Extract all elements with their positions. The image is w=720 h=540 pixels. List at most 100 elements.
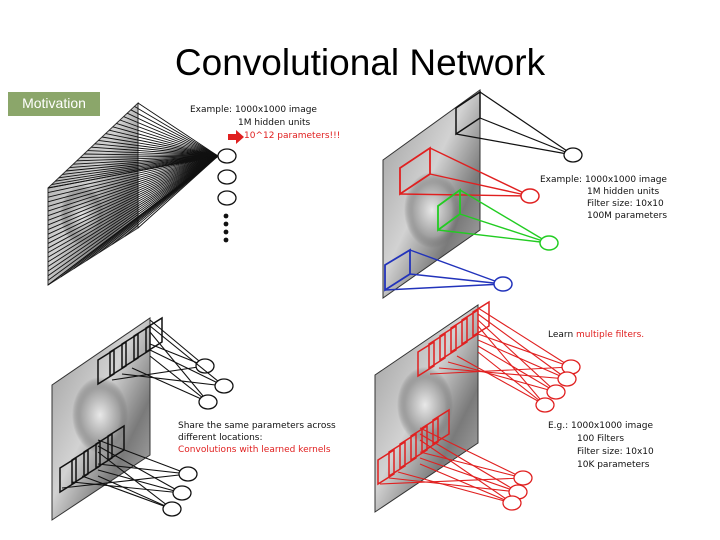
conn-line <box>479 117 574 156</box>
connection-line <box>116 122 219 157</box>
connection-line <box>121 373 225 387</box>
hidden-unit-black <box>563 147 583 163</box>
connection-line <box>83 153 219 157</box>
multi-filter-top-patches <box>417 300 581 413</box>
connection-line <box>477 325 546 406</box>
mf-text-3: Filter size: 10x10 <box>577 447 654 457</box>
slide-title: Convolutional Network <box>174 42 546 83</box>
connection-line <box>101 136 219 157</box>
connection-line <box>137 155 219 229</box>
mf-learn-text: Learn multiple filters. <box>548 330 644 340</box>
connection-line <box>109 129 219 157</box>
connection-line <box>134 106 219 157</box>
connection-line <box>47 155 219 194</box>
connection-line <box>47 155 219 221</box>
connection-line <box>149 331 209 403</box>
conn-line <box>437 229 550 244</box>
learn-highlight: multiple filters. <box>576 330 644 340</box>
connection-line <box>97 439 189 475</box>
connection-line <box>456 355 546 406</box>
connection-line <box>112 126 219 157</box>
hidden-unit <box>217 169 237 185</box>
lc-text-2: 1M hidden units <box>587 187 660 197</box>
ellipsis-dot <box>223 237 229 243</box>
lc-text-3: Filter size: 10x10 <box>587 199 664 209</box>
face-2 <box>404 172 460 248</box>
connection-line <box>97 451 173 510</box>
connection-line <box>98 139 219 157</box>
connection-line <box>130 109 219 157</box>
conn-line <box>459 213 550 244</box>
connection-line <box>47 155 219 267</box>
hidden-unit <box>502 495 522 511</box>
connection-line <box>97 469 183 494</box>
hidden-unit <box>535 397 555 413</box>
connection-line <box>47 155 219 212</box>
connection-line <box>47 155 219 203</box>
filter-patch <box>472 300 490 338</box>
connection-line <box>131 367 209 403</box>
connection-line <box>62 155 219 175</box>
connection-line <box>149 325 225 387</box>
connection-line <box>65 155 219 172</box>
hidden-unit <box>546 384 566 400</box>
fully-connected-lines <box>47 102 219 286</box>
connection-line <box>97 445 183 494</box>
connection-line <box>105 133 219 157</box>
fc-text-2: 1M hidden units <box>238 118 311 128</box>
connection-line <box>379 477 524 485</box>
connection-line <box>123 116 219 157</box>
connection-line <box>91 146 219 157</box>
hidden-unit-red <box>520 188 540 204</box>
connection-line <box>137 102 219 157</box>
hidden-units-1 <box>217 148 237 243</box>
connection-line <box>47 155 219 189</box>
hidden-unit <box>557 371 577 387</box>
connection-line <box>419 439 513 504</box>
connection-line <box>149 319 206 367</box>
red-arrow-icon <box>228 130 244 144</box>
connection-line <box>80 155 219 158</box>
panel-fully-connected: Example: 1000x1000 image 1M hidden units… <box>47 101 340 286</box>
ellipsis-dot <box>223 213 229 219</box>
connection-line <box>419 457 519 493</box>
connection-line <box>58 155 219 179</box>
connection-line <box>477 351 546 406</box>
conn-line <box>384 283 504 291</box>
connection-line <box>47 155 219 258</box>
connection-line <box>71 481 183 494</box>
hidden-unit <box>217 190 237 206</box>
conn-line <box>409 273 504 285</box>
conn-line <box>429 173 531 197</box>
connection-line <box>94 143 219 157</box>
fc-text-3: 10^12 parameters!!! <box>244 131 340 141</box>
connection-line <box>149 349 225 387</box>
connection-line <box>47 155 219 272</box>
connection-line <box>97 475 173 510</box>
connection-line <box>47 155 219 240</box>
connection-line <box>47 155 219 244</box>
connection-line <box>149 343 206 367</box>
hidden-unit <box>172 485 192 501</box>
hidden-unit <box>198 394 218 410</box>
mf-text-1: E.g.: 1000x1000 image <box>548 421 654 431</box>
panel-multiple-filters: Learn multiple filters. E.g.: 1000x1000 … <box>374 300 654 513</box>
hidden-unit-green <box>539 235 559 251</box>
connection-line <box>81 475 173 510</box>
connection-line <box>477 313 568 380</box>
connection-line <box>477 333 572 368</box>
connection-line <box>127 112 219 157</box>
sw-text-3: Convolutions with learned kernels <box>178 445 331 455</box>
connection-line <box>97 463 189 475</box>
connection-line <box>149 355 209 403</box>
connection-line <box>87 150 219 157</box>
ellipsis-dot <box>223 221 229 227</box>
mf-text-2: 100 Filters <box>577 434 624 444</box>
hidden-unit <box>162 501 182 517</box>
sw-text-1: Share the same parameters across <box>178 421 336 431</box>
multi-filter-bottom-patches <box>377 408 533 511</box>
shared-top-patches <box>97 316 234 410</box>
panel-shared-weights: Share the same parameters across differe… <box>51 316 336 521</box>
hidden-unit <box>513 470 533 486</box>
connection-line <box>419 427 524 479</box>
